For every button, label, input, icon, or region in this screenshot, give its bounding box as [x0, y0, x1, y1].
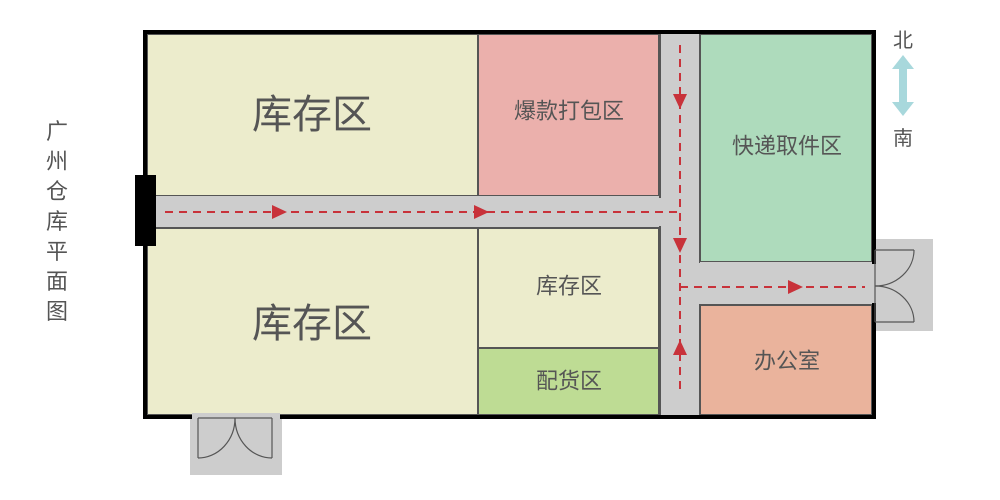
room-distribution [477, 347, 660, 416]
label-storage-bottom: 库存区 [252, 301, 372, 347]
compass-north: 北 [893, 28, 913, 52]
route-arrow-east [474, 205, 489, 219]
route-arrow-east [788, 280, 803, 294]
label-hot-packing: 爆款打包区 [514, 100, 624, 125]
diagram-title: 广州仓库平面图 [45, 120, 68, 325]
route-arrow-north [673, 340, 687, 355]
corridor-east [700, 262, 875, 305]
south-door[interactable] [197, 417, 273, 459]
south-door-area [190, 412, 282, 475]
route-arrow-east [272, 205, 287, 219]
east-door[interactable] [874, 249, 915, 323]
route-arrow-south [673, 94, 687, 109]
label-express-pickup: 快递取件区 [732, 135, 842, 160]
compass-arrow-icon [892, 55, 914, 116]
room-storage-top [146, 33, 479, 197]
room-storage-bottom [146, 227, 479, 416]
west-entrance[interactable] [135, 175, 156, 246]
label-office: 办公室 [754, 350, 820, 375]
label-distribution: 配货区 [536, 370, 602, 395]
label-storage-top: 库存区 [252, 92, 372, 138]
route-arrow-south [673, 238, 687, 253]
label-storage-small: 库存区 [536, 275, 602, 300]
compass-south: 南 [893, 126, 913, 150]
